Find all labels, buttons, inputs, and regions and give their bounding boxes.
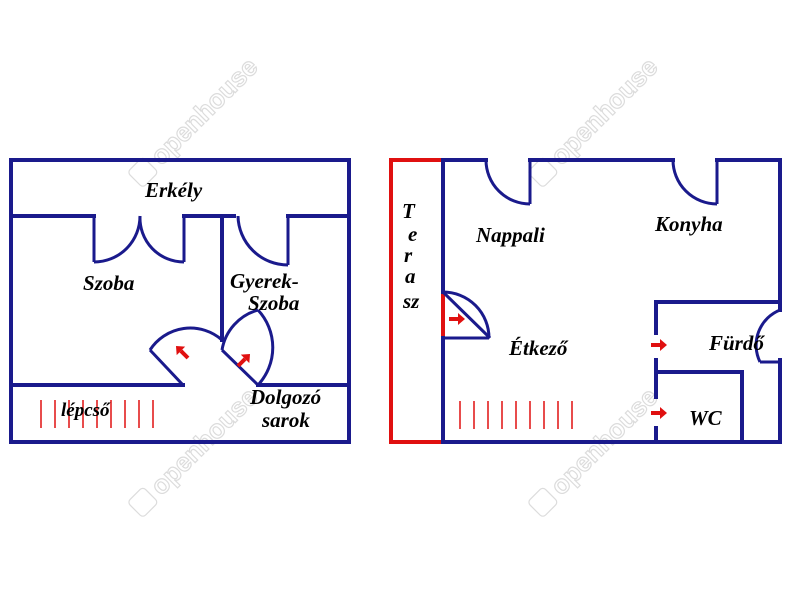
terrace-letter-4: a [405,264,416,288]
upper-walls [9,158,351,444]
room-label-erkely: Erkély [144,178,203,202]
watermark-top-right: openhouse [528,51,664,187]
room-label-nappali: Nappali [475,223,545,247]
furdo-door [754,308,781,363]
landing-doors [148,308,275,387]
lower-stair-lines [459,401,573,429]
lower-doors [441,159,781,364]
house-logo-icon [528,487,558,517]
room-label-szoba: Szoba [83,271,134,295]
house-logo-icon [128,157,158,187]
room-label-gyerek-line2: Szoba [248,291,299,315]
room-label-wc: WC [689,406,723,430]
watermark-bottom-right: openhouse [528,381,664,517]
konyha-top-door [671,159,718,206]
house-logo-icon [528,157,558,187]
upper-stair-lines [40,400,154,428]
upper-arrows [175,345,251,368]
lower-arrows [449,313,667,419]
terrace-letter-3: r [404,243,413,267]
terrace-outline [389,158,445,444]
room-label-dolgozo-line1: Dolgozó [249,385,321,409]
room-label-etkezo: Étkező [508,336,569,360]
arrow-icon [651,407,667,419]
lower-walls [441,158,782,444]
szoba-balcony-door [92,215,186,264]
watermark-group: openhouse openhouse openhouse openhouse [128,51,664,517]
upper-floor-plan: Erkély Szoba Gyerek- Szoba lépcső Dolgoz… [9,158,351,444]
arrow-icon [236,353,251,368]
terrace-letter-2: e [408,222,417,246]
room-label-gyerek-line1: Gyerek- [230,269,299,293]
room-label-dolgozo-line2: sarok [261,408,310,432]
room-label-furdo: Fürdő [708,331,765,355]
lower-floor-plan: T e r a sz Nappali Konyha Étkező Fürdő W… [389,158,782,444]
watermark-text: openhouse [144,52,263,171]
watermark-top-left: openhouse [128,51,264,187]
watermark-bottom-left: openhouse [128,381,264,517]
house-logo-icon [128,487,158,517]
upper-outer-wall [9,158,351,444]
terrace-letter-1: T [402,199,416,223]
watermark-text: openhouse [544,52,663,171]
arrow-icon [651,339,667,351]
gyerek-balcony-door [236,215,290,267]
room-label-konyha: Konyha [654,212,723,236]
arrow-icon [449,313,465,325]
terrace-door [442,290,491,339]
nappali-top-door [484,159,531,206]
terrace-letter-5: sz [402,289,420,313]
arrow-icon [175,345,190,360]
room-label-lepcso: lépcső [61,400,111,421]
